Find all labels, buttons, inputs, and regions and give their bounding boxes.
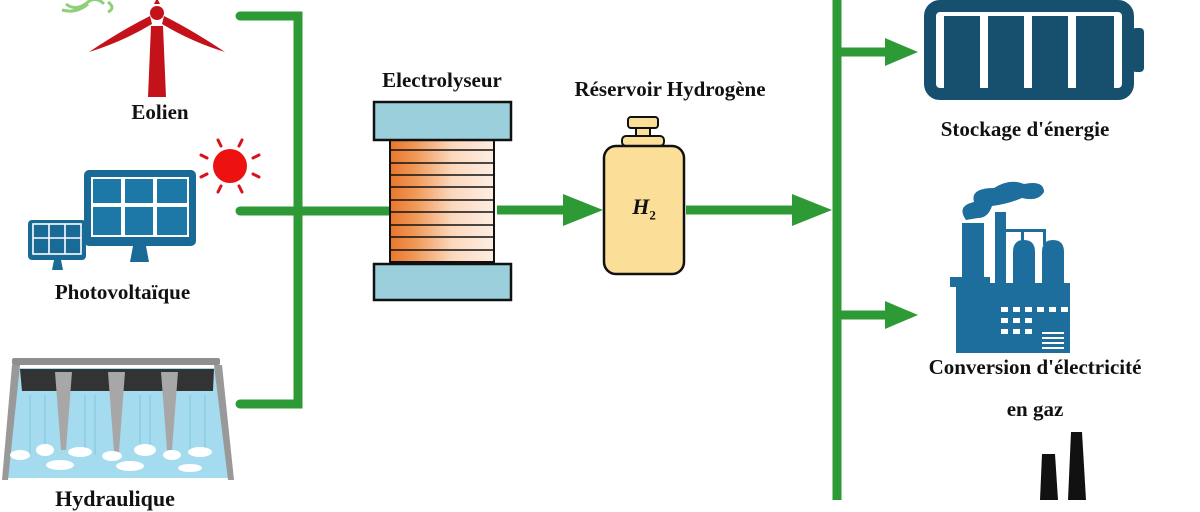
arrow-to-storage — [885, 38, 918, 66]
power-to-gas-label-line1: Conversion d'électricité — [928, 355, 1142, 379]
electrolyser-icon — [372, 100, 513, 302]
battery-icon — [924, 0, 1144, 100]
wind-icon — [61, 0, 114, 14]
hydrogen-formula: H2 — [624, 194, 664, 223]
arrow-to-tank — [563, 194, 603, 226]
chimney-icon — [1040, 432, 1086, 500]
sun-icon — [199, 138, 261, 194]
formula-element: H — [632, 194, 650, 219]
battery-cells — [944, 16, 1114, 88]
storage-label: Stockage d'énergie — [940, 117, 1110, 141]
hydrogen-tank-icon — [602, 116, 686, 276]
tank-label: Réservoir Hydrogène — [574, 77, 766, 101]
electrolyser-label: Electrolyseur — [382, 68, 502, 92]
factory-icon — [950, 181, 1070, 353]
formula-subscript: 2 — [649, 207, 656, 223]
hydro-label: Hydraulique — [55, 486, 175, 511]
hydro-dam-icon — [2, 358, 234, 480]
arrow-to-bus — [792, 194, 832, 226]
solar-panel-icon — [28, 170, 196, 270]
wind-turbine-icon — [89, 0, 225, 97]
power-to-gas-label-line2: en gaz — [1006, 397, 1064, 421]
arrow-to-factory — [885, 301, 918, 329]
solar-label: Photovoltaïque — [54, 280, 191, 304]
source-bus — [235, 11, 393, 409]
wind-label: Eolien — [131, 100, 189, 124]
diagram-canvas — [2, 0, 1144, 500]
